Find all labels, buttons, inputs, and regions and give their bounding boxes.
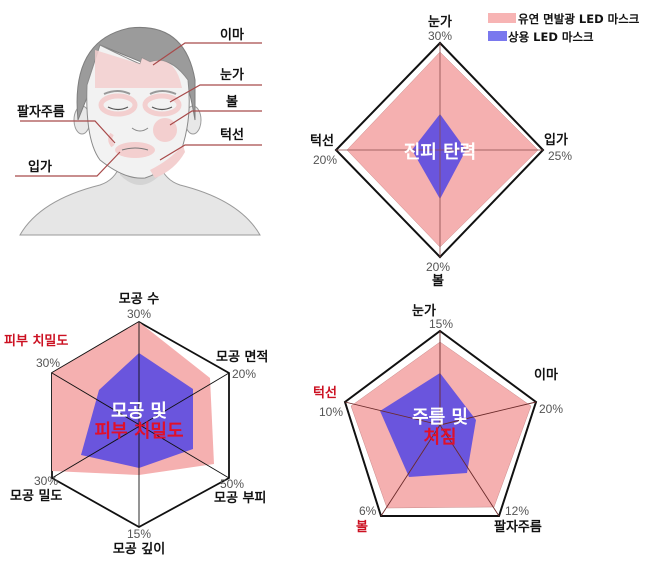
- mouth: [121, 147, 149, 151]
- left-eye-zone: [98, 93, 138, 117]
- axis-value-pore-density: 30%: [34, 474, 58, 488]
- left-closed-eye: [107, 106, 129, 111]
- legend: 유연 면발광 LED 마스크 상용 LED 마스크: [488, 12, 640, 44]
- face-diagram: 이마 눈가 볼 턱선 팔자주름 입가: [15, 26, 262, 236]
- leader-eye: [169, 84, 262, 103]
- axis-label-pore-density: 모공 밀도: [10, 489, 62, 504]
- axis-value-skin-density: 30%: [36, 356, 60, 370]
- axis-label-cheek: 볼: [356, 520, 368, 535]
- axis-value-pore-count: 30%: [127, 307, 151, 321]
- axis-label-eye: 눈가: [428, 15, 452, 30]
- axis-label-pore-depth: 모공 깊이: [113, 541, 165, 557]
- jaw-zone: [150, 145, 185, 178]
- axis-value-pore-area: 20%: [232, 367, 256, 381]
- left-eyebrow: [103, 90, 131, 95]
- leader-cheek: [169, 110, 262, 126]
- face-label-eye: 눈가: [220, 68, 244, 83]
- axis-label-pore-volume: 모공 부피: [214, 491, 266, 506]
- leader-lines: [15, 42, 262, 177]
- axis-label-skin-density: 피부 치밀도: [4, 333, 68, 349]
- face-label-forehead: 이마: [220, 27, 244, 43]
- axis-value-eye: 30%: [428, 29, 452, 43]
- axis-lines: [51, 322, 230, 527]
- face-label-mouth: 입가: [28, 160, 52, 175]
- cheek-zone: [153, 118, 177, 142]
- axis-label-jaw: 턱선: [313, 385, 337, 401]
- axis-value-jaw: 10%: [319, 405, 343, 419]
- legend-label-flexible-led: 유연 면발광 LED 마스크: [518, 12, 640, 26]
- legend-swatch-commercial-led: [488, 31, 507, 41]
- series-commercial-led-area: [412, 114, 466, 199]
- axis-value-nasolabial: 12%: [505, 504, 529, 518]
- right-closed-eye: [151, 106, 173, 111]
- series-commercial-led-area: [81, 353, 193, 468]
- axis-label-cheek: 볼: [432, 274, 444, 289]
- face-label-jaw: 턱선: [220, 127, 244, 143]
- axis-value-pore-depth: 15%: [127, 527, 151, 541]
- leader-nasolabial: [20, 120, 116, 144]
- nasolabial-zone: [108, 132, 115, 148]
- chart-center-title: 진피 탄력: [404, 142, 477, 163]
- mouth-zone: [115, 142, 155, 158]
- axis-value-mouth: 25%: [548, 149, 572, 163]
- legend-swatch-flexible-led: [488, 13, 516, 23]
- axis-label-mouth: 입가: [544, 133, 568, 148]
- axis-label-pore-area: 모공 면적: [216, 349, 268, 365]
- axis-value-cheek: 20%: [426, 260, 450, 274]
- legend-label-commercial-led: 상용 LED 마스크: [508, 30, 594, 44]
- radar-chart-wrinkle-sagging: 주름 및 처짐 눈가 15% 이마 20% 12% 팔자주름 6% 볼 턱선 1…: [313, 304, 563, 535]
- axis-label-nasolabial: 팔자주름: [494, 520, 542, 535]
- nose: [131, 127, 149, 132]
- chart-center-title-line1: 모공 및: [111, 401, 167, 422]
- axis-value-cheek: 6%: [359, 504, 377, 518]
- radar-chart-dermal-elasticity: 진피 탄력 눈가 30% 입가 25% 20% 볼 턱선 20%: [310, 15, 572, 289]
- leader-jaw: [159, 144, 262, 161]
- leader-forehead: [152, 42, 262, 66]
- axis-value-forehead: 20%: [539, 402, 563, 416]
- axis-lines: [344, 331, 537, 517]
- forehead-zone: [95, 50, 182, 88]
- chart-center-title-line1: 주름 및: [412, 407, 468, 428]
- face-label-nasolabial: 팔자주름: [17, 105, 65, 120]
- axis-label-jaw: 턱선: [310, 133, 334, 149]
- radar-chart-pore-density: 모공 및 피부 치밀도 모공 수 30% 모공 면적 20% 50% 모공 부피…: [4, 292, 268, 557]
- axis-label-forehead: 이마: [534, 367, 558, 383]
- axis-value-eye: 15%: [429, 317, 453, 331]
- axis-label-eye: 눈가: [412, 304, 436, 319]
- axis-value-pore-volume: 50%: [220, 477, 244, 491]
- face-label-cheek: 볼: [226, 95, 238, 110]
- chart-center-title-line2: 피부 치밀도: [94, 421, 183, 442]
- chart-center-title-line2: 처짐: [423, 427, 456, 448]
- right-eyebrow: [149, 90, 177, 95]
- right-eye-zone: [142, 93, 182, 117]
- axis-value-jaw: 20%: [313, 153, 337, 167]
- leader-mouth: [15, 151, 121, 177]
- axis-label-pore-count: 모공 수: [119, 292, 159, 307]
- series-commercial-led-area: [380, 373, 476, 477]
